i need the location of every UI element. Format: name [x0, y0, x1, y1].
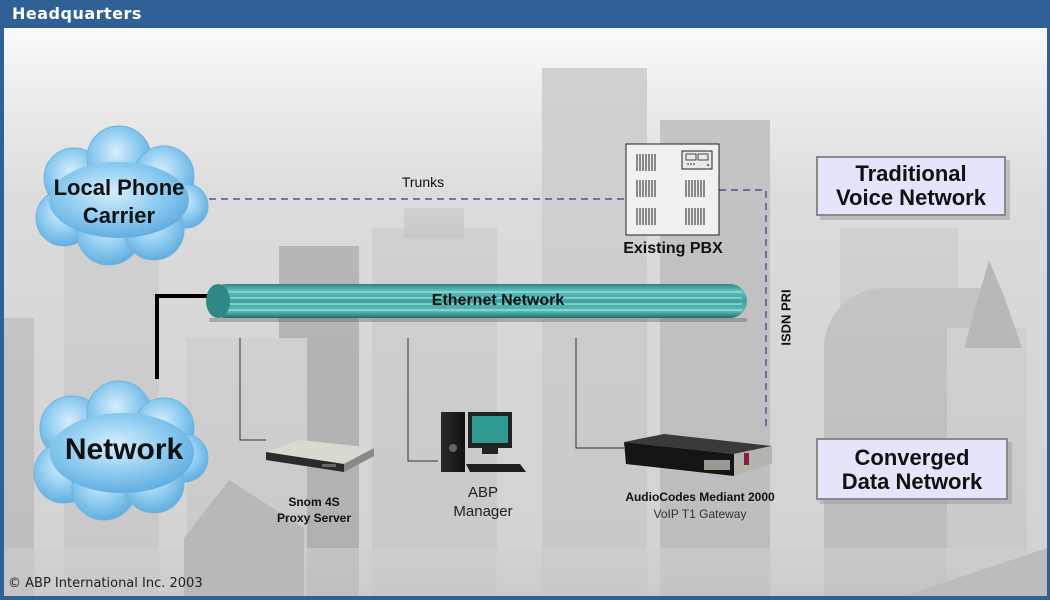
ethernet-network-pipe	[206, 284, 747, 322]
background-ground	[4, 548, 1047, 596]
isdn-pri-line	[719, 189, 767, 428]
cloud-label-line: Local Phone	[53, 175, 185, 200]
page-title: Headquarters	[12, 4, 142, 23]
title-bar: Headquarters	[0, 0, 1050, 27]
proxy-server-label: Snom 4S Proxy Server	[254, 494, 374, 526]
gateway-label: AudioCodes Mediant 2000	[625, 490, 775, 504]
network-cloud	[33, 380, 209, 521]
cloud-label-line: Carrier	[82, 203, 156, 228]
label-line: Proxy Server	[276, 511, 352, 525]
background-roof	[184, 480, 304, 596]
traditional-voice-network-box: Traditional Voice Network	[816, 156, 1006, 216]
rack-server-icon	[266, 440, 374, 472]
trunks-label: Trunks	[401, 174, 445, 190]
pbx-cabinet-icon	[625, 143, 720, 236]
copyright-footer: © ABP International Inc. 2003	[8, 576, 203, 591]
diagram-overlay	[33, 125, 1047, 596]
zone-label-line: Voice Network	[836, 185, 986, 210]
network-cloud-label: Network	[64, 433, 184, 466]
label-line: ABP	[467, 484, 498, 501]
desktop-computer-icon	[441, 412, 526, 472]
proxy-drop-line	[239, 338, 266, 441]
local-phone-carrier-cloud	[35, 125, 209, 266]
label-line: Snom 4S	[288, 495, 340, 509]
manager-drop-line	[407, 338, 438, 462]
diagram-canvas: Local Phone Carrier Network Trunks Ether…	[4, 28, 1047, 596]
gateway-drop-line	[575, 338, 624, 449]
gateway-appliance-icon	[624, 434, 772, 476]
zone-label-line: Data Network	[841, 469, 983, 494]
existing-pbx-label: Existing PBX	[623, 240, 723, 257]
label-line: Manager	[453, 503, 513, 520]
background-roof	[904, 548, 1047, 596]
background-roof	[964, 260, 1022, 348]
ethernet-network-label: Ethernet Network	[431, 292, 565, 309]
local-phone-carrier-label: Local Phone Carrier	[39, 174, 199, 230]
converged-data-network-box: Converged Data Network	[816, 438, 1008, 500]
zone-label-line: Converged	[854, 445, 970, 470]
gateway-sublabel: VoIP T1 Gateway	[653, 507, 747, 521]
network-uplink-line	[155, 294, 209, 379]
abp-manager-label: ABP Manager	[428, 483, 538, 521]
isdn-pri-label: ISDN PRI	[778, 289, 794, 346]
zone-label-line: Traditional	[855, 161, 967, 186]
background-building	[404, 208, 464, 238]
